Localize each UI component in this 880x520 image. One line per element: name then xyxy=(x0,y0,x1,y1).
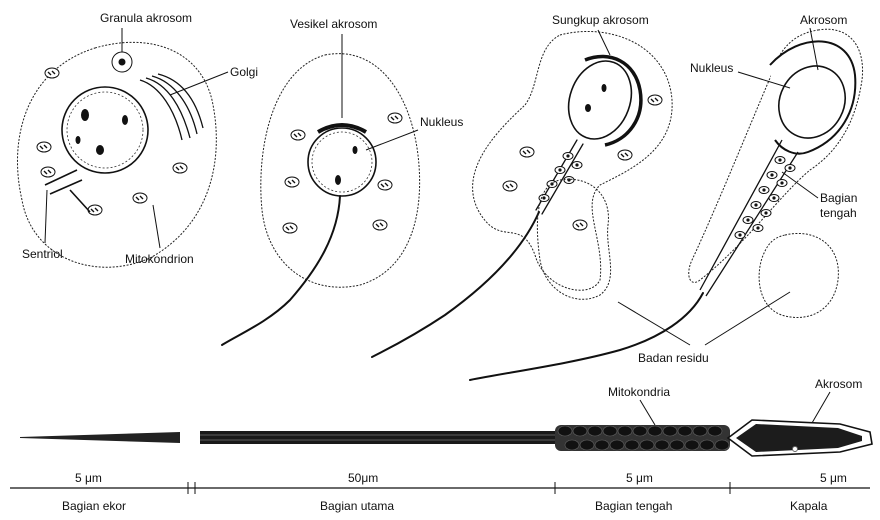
section-label-bagian-ekor: Bagian ekor xyxy=(62,499,126,513)
label-bagian-tengah-line1: Bagian xyxy=(820,191,857,205)
residual-body-2 xyxy=(759,233,838,317)
section-label-bagian-tengah: Bagian tengah xyxy=(595,499,672,513)
label-nukleus-stage2: Nukleus xyxy=(420,115,463,129)
section-label-kapala: Kapala xyxy=(790,499,828,513)
label-vesikel-akrosom: Vesikel akrosom xyxy=(290,17,377,31)
stage4-spermatozoon xyxy=(470,28,863,380)
label-mitokondria: Mitokondria xyxy=(608,385,670,399)
stage1-nucleus xyxy=(62,87,148,173)
mature-sperm xyxy=(10,392,872,494)
label-mitokondrion: Mitokondrion xyxy=(125,252,194,266)
section-label-bagian-utama: Bagian utama xyxy=(320,499,394,513)
label-badan-residu: Badan residu xyxy=(638,351,709,365)
label-sungkup-akrosom: Sungkup akrosom xyxy=(552,13,649,27)
scale-label-head: 5 μm xyxy=(820,471,847,485)
label-bagian-tengah-line2: tengah xyxy=(820,206,857,220)
stage3-cell-membrane xyxy=(473,31,673,290)
scale-label-tail: 5 μm xyxy=(75,471,102,485)
label-granula-akrosom: Granula akrosom xyxy=(100,11,192,25)
stage3-flagellum xyxy=(372,212,539,357)
stage2-flagellum xyxy=(222,196,340,345)
sperm-midpiece xyxy=(555,425,730,451)
stage2-spermatid xyxy=(222,34,420,345)
sperm-tail-end xyxy=(20,432,180,443)
stage4-flagellum xyxy=(470,293,703,380)
label-sentriol: Sentriol xyxy=(22,247,63,261)
scale-label-principal: 50μm xyxy=(348,471,378,485)
scale-label-midpiece: 5 μm xyxy=(626,471,653,485)
stage2-nucleus xyxy=(308,128,376,196)
label-akrosom-sperm: Akrosom xyxy=(815,377,862,391)
label-akrosom-stage4: Akrosom xyxy=(800,13,847,27)
label-nukleus-stage4: Nukleus xyxy=(690,61,733,75)
sperm-principal-piece xyxy=(200,431,560,444)
stage1-spermatid xyxy=(17,28,228,267)
label-golgi: Golgi xyxy=(230,65,258,79)
stage1-golgi xyxy=(140,74,203,140)
